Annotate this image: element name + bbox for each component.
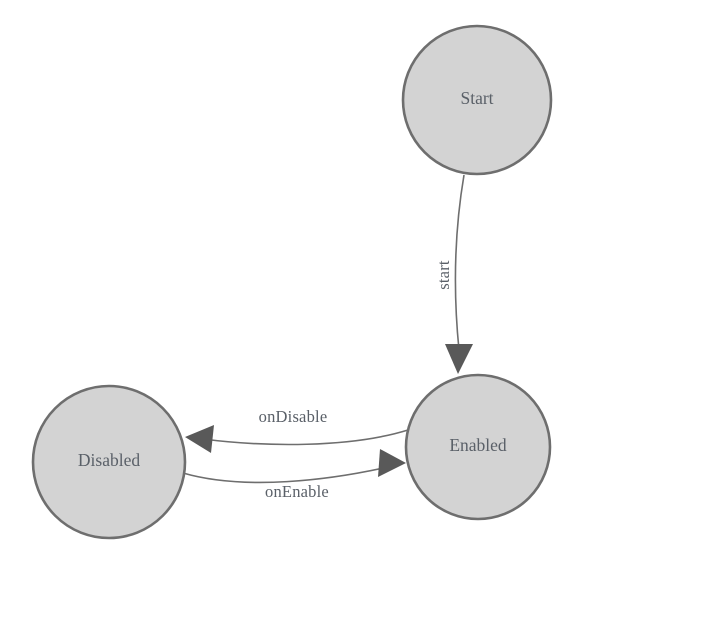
node-label-start: Start <box>460 88 493 108</box>
edge-label-ondisable: onDisable <box>259 407 328 426</box>
node-circle <box>404 373 552 521</box>
edge-enabled-to-disabled[interactable]: onDisable <box>185 407 409 453</box>
edge-start-to-enabled[interactable]: start <box>434 174 473 374</box>
node-label-disabled: Disabled <box>78 450 140 470</box>
node-circle <box>401 24 553 176</box>
edge-label-start: start <box>434 260 453 290</box>
edge-line <box>454 174 465 351</box>
node-enabled[interactable]: Enabled <box>404 373 552 521</box>
node-label-enabled: Enabled <box>449 435 507 455</box>
arrowhead-icon <box>185 425 214 453</box>
node-circle <box>31 384 187 540</box>
edge-label-onenable: onEnable <box>265 482 329 501</box>
node-start[interactable]: Start <box>401 24 553 176</box>
arrowhead-icon <box>378 449 406 477</box>
arrowhead-icon <box>445 344 473 374</box>
edge-line <box>182 466 389 484</box>
edge-disabled-to-enabled[interactable]: onEnable <box>182 449 406 501</box>
edge-line <box>202 429 409 446</box>
node-disabled[interactable]: Disabled <box>31 384 187 540</box>
